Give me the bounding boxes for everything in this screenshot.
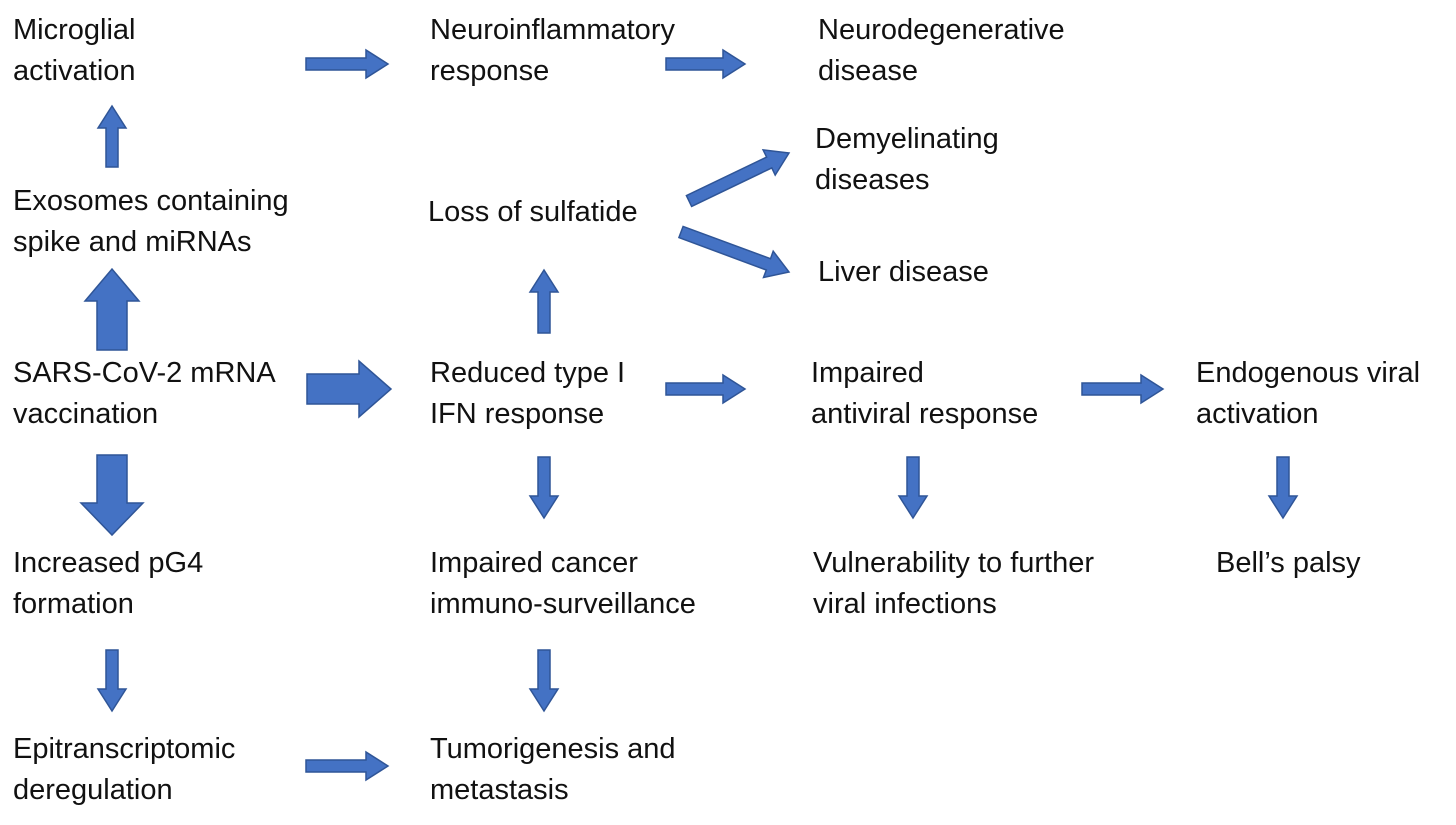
node-line: activation: [1196, 398, 1319, 430]
node-line: Demyelinating: [815, 123, 999, 155]
node-line: immuno-surveillance: [430, 588, 696, 620]
arrow-antiviral-to-vulnerability: [897, 456, 929, 520]
node-epitranscriptomic-deregulation: Epitranscriptomic deregulation: [13, 729, 235, 811]
node-exosomes: Exosomes containing spike and miRNAs: [13, 181, 289, 263]
node-line: Exosomes containing: [13, 185, 289, 217]
arrow-neuroinflammatory-to-neurodegenerative: [665, 48, 747, 80]
node-line: response: [430, 55, 550, 87]
arrow-ifn-to-sulfatide: [528, 268, 560, 334]
node-neurodegenerative-disease: Neurodegenerative disease: [818, 10, 1065, 92]
arrow-endogenous-to-bells: [1267, 456, 1299, 520]
node-line: formation: [13, 588, 134, 620]
node-line: SARS-CoV-2 mRNA: [13, 357, 276, 389]
node-microglial-activation: Microglial activation: [13, 10, 136, 92]
arrow-pg4-to-epitranscriptomic: [96, 649, 128, 713]
node-line: deregulation: [13, 774, 173, 806]
node-impaired-cancer-surveillance: Impaired cancer immuno-surveillance: [430, 543, 696, 625]
node-line: antiviral response: [811, 398, 1039, 430]
arrow-epitranscriptomic-to-tumorigenesis: [305, 750, 390, 782]
node-demyelinating-diseases: Demyelinating diseases: [815, 119, 999, 201]
node-tumorigenesis-metastasis: Tumorigenesis and metastasis: [430, 729, 676, 811]
node-increased-pg4-formation: Increased pG4 formation: [13, 543, 203, 625]
arrow-sulfatide-to-liver: [677, 225, 791, 279]
node-line: Microglial: [13, 14, 136, 46]
arrow-microglial-to-neuroinflammatory: [305, 48, 390, 80]
node-line: Endogenous viral: [1196, 357, 1421, 389]
node-line: diseases: [815, 164, 930, 196]
node-line: vaccination: [13, 398, 159, 430]
node-line: IFN response: [430, 398, 605, 430]
node-bells-palsy: Bell’s palsy: [1216, 543, 1361, 584]
arrow-ifn-to-antiviral: [665, 373, 747, 405]
node-line: Increased pG4: [13, 547, 204, 579]
arrow-ifn-to-cancer: [528, 456, 560, 520]
node-loss-of-sulfatide: Loss of sulfatide: [428, 192, 638, 233]
node-line: Impaired: [811, 357, 924, 389]
arrow-cancer-to-tumorigenesis: [528, 649, 560, 713]
node-line: Neurodegenerative: [818, 14, 1065, 46]
node-reduced-ifn-response: Reduced type I IFN response: [430, 353, 625, 435]
node-line: Tumorigenesis and: [430, 733, 676, 765]
node-line: metastasis: [430, 774, 569, 806]
node-line: Vulnerability to further: [813, 547, 1095, 579]
node-neuroinflammatory-response: Neuroinflammatory response: [430, 10, 675, 92]
arrow-exosomes-to-microglial: [96, 104, 128, 168]
node-line: activation: [13, 55, 136, 87]
node-line: Impaired cancer: [430, 547, 638, 579]
node-liver-disease: Liver disease: [818, 252, 989, 293]
arrow-vaccination-to-pg4: [79, 454, 145, 537]
node-line: Bell’s palsy: [1216, 547, 1361, 579]
node-line: disease: [818, 55, 918, 87]
arrow-antiviral-to-endogenous: [1081, 373, 1165, 405]
node-line: Reduced type I: [430, 357, 626, 389]
node-line: spike and miRNAs: [13, 226, 252, 258]
arrow-vaccination-to-exosomes: [83, 267, 141, 351]
node-vulnerability-viral-infections: Vulnerability to further viral infection…: [813, 543, 1094, 625]
node-line: Liver disease: [818, 256, 989, 288]
node-vaccination: SARS-CoV-2 mRNA vaccination: [13, 353, 276, 435]
node-line: viral infections: [813, 588, 997, 620]
node-impaired-antiviral-response: Impaired antiviral response: [811, 353, 1038, 435]
node-line: Loss of sulfatide: [428, 196, 638, 228]
arrow-vaccination-to-ifn: [306, 359, 393, 419]
arrow-sulfatide-to-demyelinating: [685, 148, 791, 208]
node-line: Neuroinflammatory: [430, 14, 675, 46]
node-endogenous-viral-activation: Endogenous viral activation: [1196, 353, 1420, 435]
node-line: Epitranscriptomic: [13, 733, 236, 765]
